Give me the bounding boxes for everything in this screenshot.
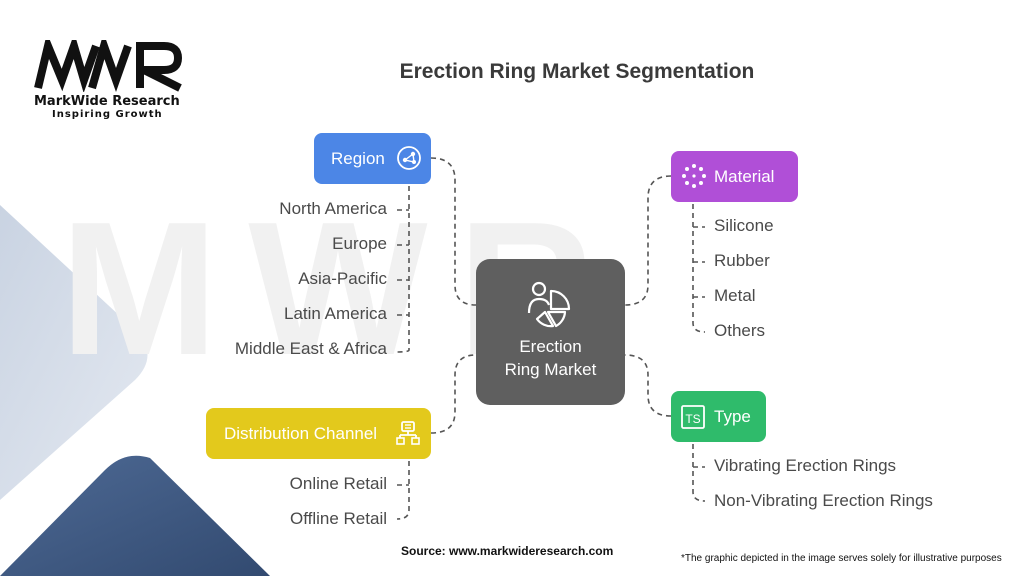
disclaimer-text: *The graphic depicted in the image serve… [681,553,1002,564]
center-title-line2: Ring Market [504,360,597,379]
material-item: Metal [714,286,756,305]
region-item: Middle East & Africa [234,339,387,358]
material-item: Rubber [714,251,770,270]
page-title: Erection Ring Market Segmentation [399,60,755,83]
type-label: Type [714,406,751,426]
material-label: Material [714,166,775,186]
brand-tagline: Inspiring Growth [52,109,163,120]
region-box: Region [314,133,431,184]
region-item: Asia-Pacific [298,269,387,288]
type-item: Vibrating Erection Rings [714,456,897,475]
mwr-logo-mark [34,40,183,92]
distribution-channel-label: Distribution Channel [224,423,378,443]
region-label: Region [331,148,385,168]
distribution-item: Offline Retail [289,509,387,528]
region-item: Latin America [284,304,387,323]
material-item: Silicone [714,216,774,235]
type-box: TS Type [671,391,766,442]
region-item: Europe [332,234,387,253]
brand-logo: MarkWide Research Inspiring Growth [32,40,192,120]
distribution-item: Online Retail [289,474,387,493]
svg-text:TS: TS [685,412,700,426]
region-item: North America [279,199,387,218]
pie-chart-person-icon [527,281,571,328]
center-title-line1: Erection [519,337,582,356]
source-text: Source: www.markwideresearch.com [401,544,614,558]
hierarchy-icon [396,421,420,445]
dotted-circle-icon [682,164,706,188]
ts-box-icon: TS [681,405,705,429]
material-item: Others [714,321,766,340]
type-item: Non-Vibrating Erection Rings [714,491,933,510]
globe-network-icon [397,146,421,170]
distribution-channel-box: Distribution Channel [206,408,431,459]
material-box: Material [671,151,798,202]
brand-name: MarkWide Research [34,94,180,109]
center-node: Erection Ring Market [476,259,625,405]
